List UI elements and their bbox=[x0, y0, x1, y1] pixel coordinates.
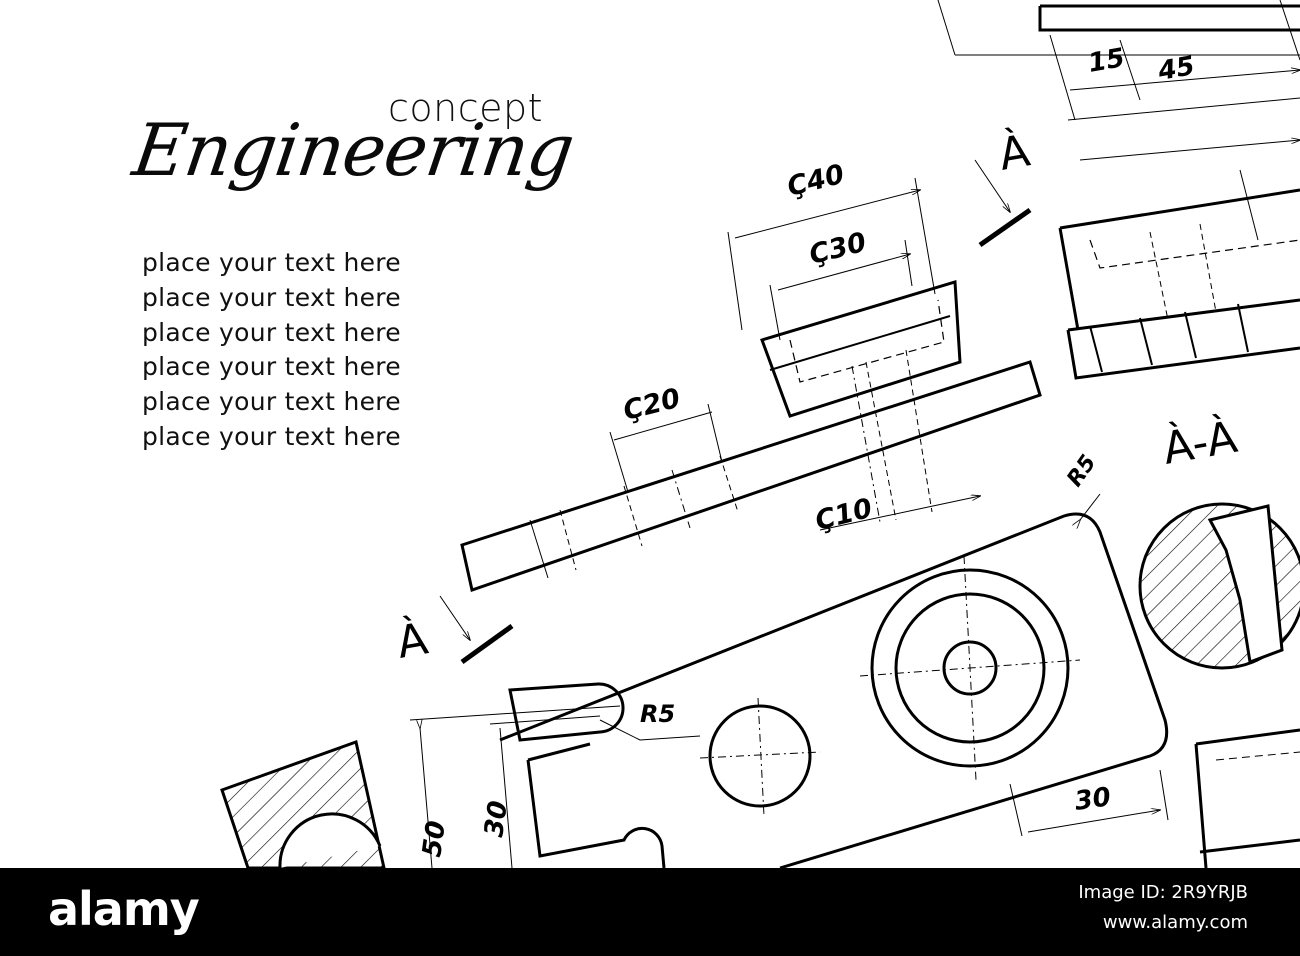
upper-part-view bbox=[460, 159, 1042, 592]
right-block-view bbox=[1058, 169, 1300, 380]
dim-top15: 15 bbox=[1086, 43, 1127, 79]
placeholder-line: place your text here bbox=[142, 387, 401, 417]
top-right-view bbox=[937, 0, 1300, 161]
drawing-stage: Ç40 Ç30 Ç20 Ç10 15 45 R5 R5 30 50 30 À À… bbox=[128, 0, 1300, 868]
placeholder-text-block: place your text here place your text her… bbox=[142, 246, 401, 455]
dim-left50: 50 bbox=[417, 819, 452, 859]
placeholder-line: place your text here bbox=[142, 282, 401, 312]
placeholder-line: place your text here bbox=[142, 352, 401, 382]
section-label-a-a: À-À bbox=[1159, 410, 1241, 475]
dim-d40: Ç40 bbox=[784, 159, 847, 203]
placeholder-line: place your text here bbox=[142, 421, 401, 451]
dim-left30: 30 bbox=[479, 799, 514, 839]
heading-engineering: Engineering bbox=[128, 108, 579, 192]
brand-logo: alamy bbox=[48, 882, 200, 936]
dim-d20: Ç20 bbox=[620, 383, 683, 427]
lower-plate-view bbox=[409, 493, 1169, 868]
placeholder-line: place your text here bbox=[142, 248, 401, 277]
section-view-a-a bbox=[1138, 502, 1300, 868]
dim-r5: R5 bbox=[640, 700, 675, 728]
dim-bottom30: 30 bbox=[1073, 782, 1113, 817]
dim-r5-small: R5 bbox=[1062, 451, 1101, 492]
dim-d30: Ç30 bbox=[806, 227, 869, 271]
stock-footer: alamy Image ID: 2R9YRJB www.alamy.com bbox=[0, 868, 1300, 956]
dim-top45: 45 bbox=[1155, 51, 1197, 87]
dim-d10: Ç10 bbox=[812, 493, 875, 537]
section-label-a-left: À bbox=[393, 611, 432, 668]
section-view-left bbox=[220, 740, 386, 868]
site-url: www.alamy.com bbox=[1102, 912, 1248, 933]
image-id: Image ID: 2R9YRJB bbox=[1078, 882, 1248, 903]
technical-drawing: Ç40 Ç30 Ç20 Ç10 15 45 R5 R5 30 50 30 À À… bbox=[220, 0, 1300, 868]
placeholder-line: place your text here bbox=[142, 317, 401, 347]
heading-concept: concept bbox=[388, 86, 544, 130]
section-label-a-top: À bbox=[995, 123, 1034, 180]
